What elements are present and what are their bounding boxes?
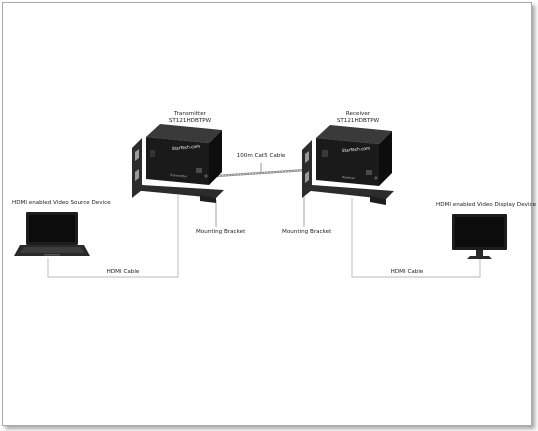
transmitter-model: ST121HDBTPW: [168, 118, 212, 124]
laptop-icon: [14, 212, 90, 256]
mounting-bracket-right-label: Mounting Bracket: [282, 229, 332, 235]
receiver-device: [302, 125, 394, 205]
source-device-label: HDMI enabled Video Source Device: [12, 200, 111, 206]
hdmi-cable-right-line: [351, 198, 481, 278]
transmitter-panel-text: Transmitter: [169, 173, 188, 179]
receiver-panel-text: Receiver: [342, 175, 356, 180]
hdmi-cable-left-line: [47, 195, 179, 278]
cat5-cable: [215, 163, 307, 178]
hdmi-cable-left-label: HDMI Cable: [106, 269, 140, 275]
diagram-frame: [2, 2, 532, 426]
receiver-brand-text: StarTech.com: [342, 146, 371, 153]
display-device-label: HDMI enabled Video Display Device: [436, 202, 537, 208]
transmitter-brand-text: StarTech.com: [172, 144, 201, 151]
monitor-icon: [452, 214, 507, 259]
hdmi-cable-right-label: HDMI Cable: [390, 269, 424, 275]
transmitter-device: [132, 124, 224, 203]
transmitter-title: Transmitter: [174, 111, 206, 117]
receiver-title: Receiver: [345, 111, 371, 117]
cat5-cable-label: 100m Cat5 Cable: [236, 153, 286, 159]
mounting-bracket-left-label: Mounting Bracket: [196, 229, 246, 235]
receiver-model: ST121HDBTPW: [336, 118, 380, 124]
